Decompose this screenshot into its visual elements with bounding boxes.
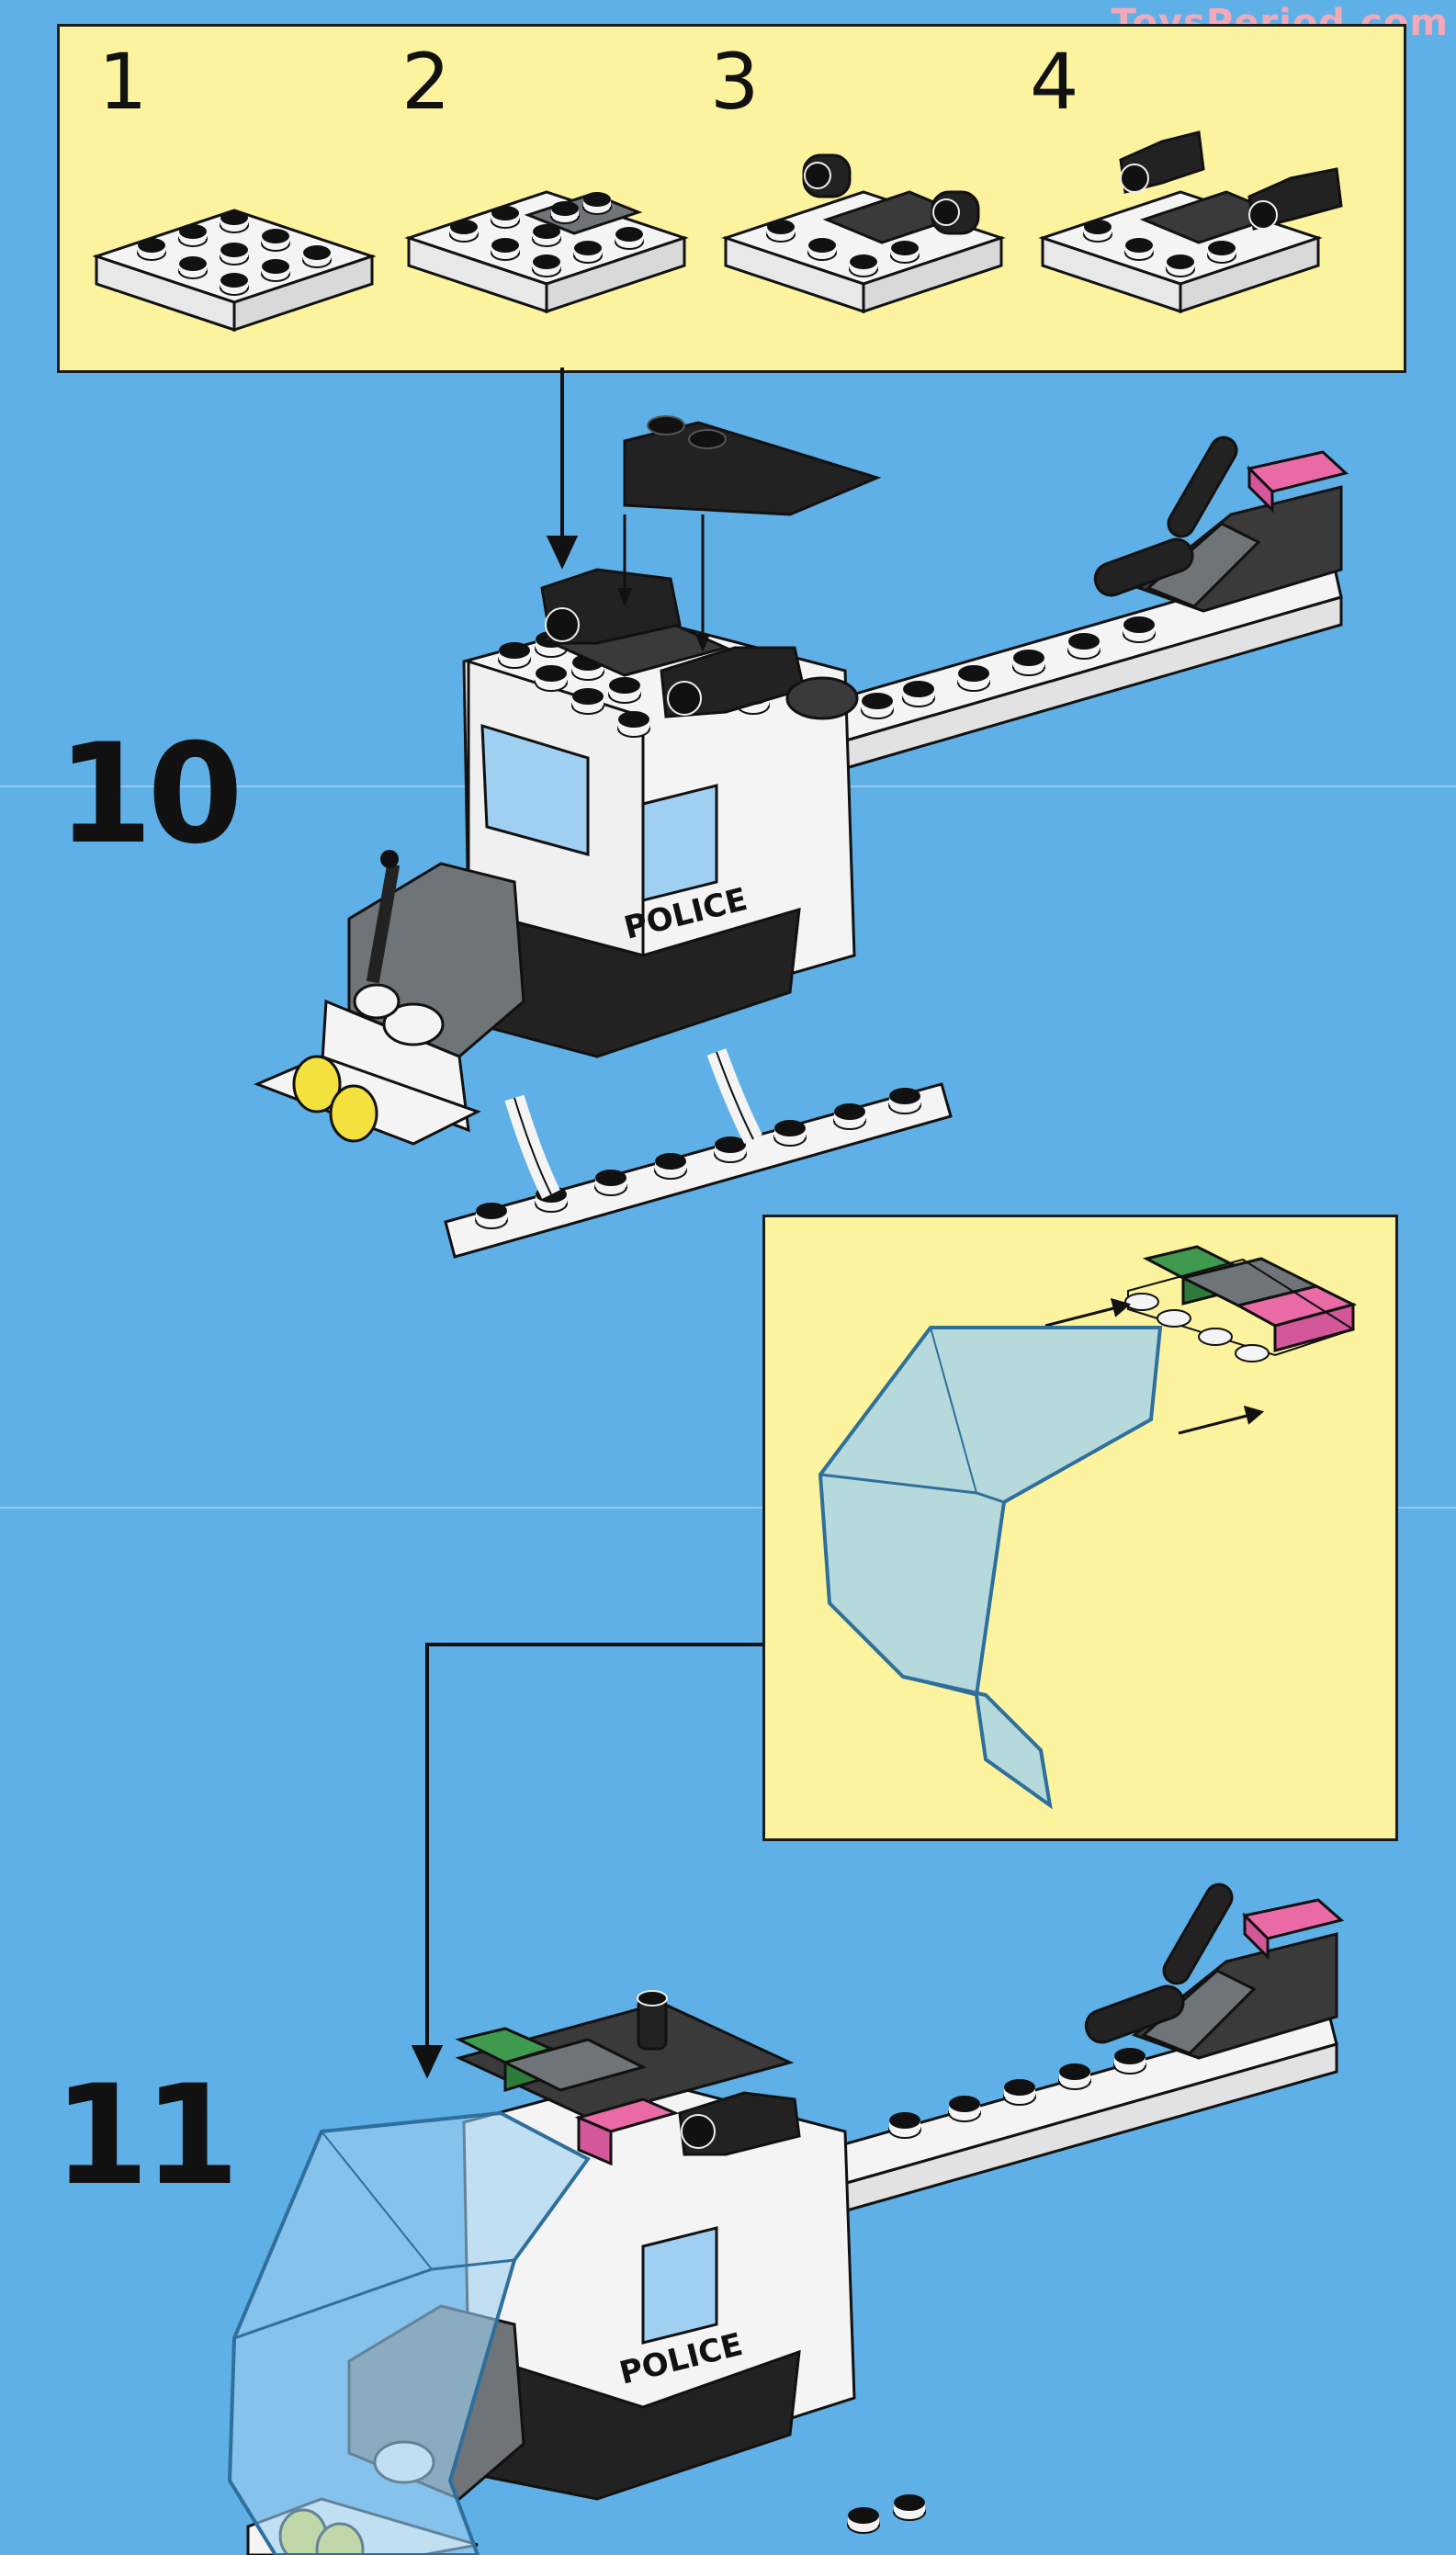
helicopter-step-11: POLICE [227, 1882, 1345, 2555]
canopy-illustration [818, 1245, 1358, 1810]
assembly-arrow [546, 367, 579, 570]
sub-assembly-panel: 1 2 3 4 [57, 24, 1406, 373]
assembly-arrow [1044, 1297, 1265, 1435]
assembly-arrow [411, 1643, 762, 2079]
plate-with-gray-brick [407, 190, 686, 313]
windscreen-canopy [818, 1326, 1163, 1810]
plate-with-engines [724, 153, 1003, 313]
sub-assembly-illustration [95, 130, 1343, 332]
step-number: 10 [57, 715, 243, 875]
plate-with-long-engines [1041, 130, 1343, 313]
light-bar-assembly [1124, 1245, 1358, 1362]
canopy-sub-assembly-panel [762, 1215, 1398, 1841]
substep-number: 2 [401, 37, 451, 127]
substep-number: 3 [710, 37, 760, 127]
fold-line [0, 1507, 1456, 1509]
substep-number: 4 [1030, 37, 1079, 127]
step-number: 11 [53, 2056, 240, 2216]
helicopter-step-10: POLICE [254, 415, 1349, 1259]
substep-number: 1 [98, 37, 148, 127]
